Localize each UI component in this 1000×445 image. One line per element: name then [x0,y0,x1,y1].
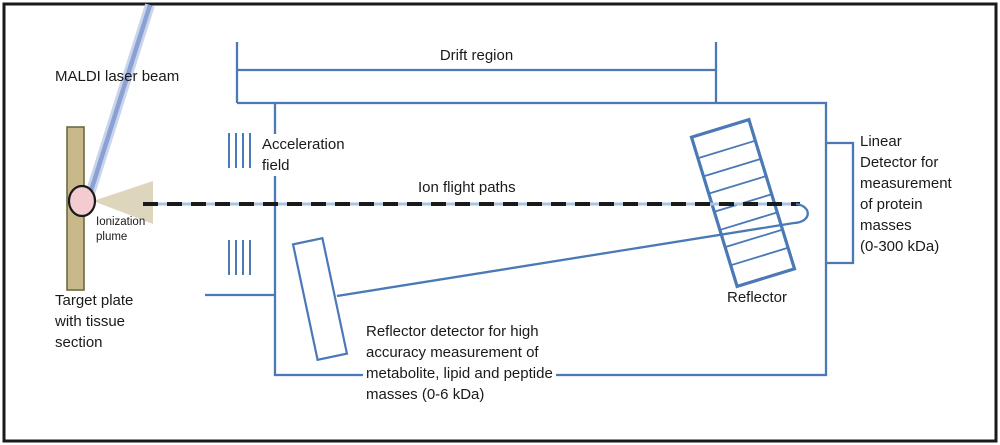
reflector-detector [291,236,349,362]
ion-return-path [336,202,809,298]
linear-detector-bracket [826,141,855,265]
laser-beam [84,3,155,199]
label-ionization-plume: Ionization plume [96,216,146,243]
label-ion-flight-paths: Ion flight paths [418,179,516,196]
label-reflector: Reflector [727,289,788,306]
label-reflector-detector: Reflector detector for high accuracy mea… [363,321,556,405]
drift-region-bracket [235,42,718,103]
tissue-section-spot [67,184,97,218]
label-acceleration-field: Acceleration field [259,134,348,176]
label-maldi-laser-beam: MALDI laser beam [55,68,180,85]
label-drift-region: Drift region [439,47,514,64]
label-linear-detector: Linear Detector for measurement of prote… [860,133,952,255]
label-target-plate: Target plate with tissue section [55,292,134,351]
acceleration-field-hatches-bottom [228,240,251,275]
ionization-plume-cone [93,181,153,224]
acceleration-field-hatches-top [228,133,251,168]
